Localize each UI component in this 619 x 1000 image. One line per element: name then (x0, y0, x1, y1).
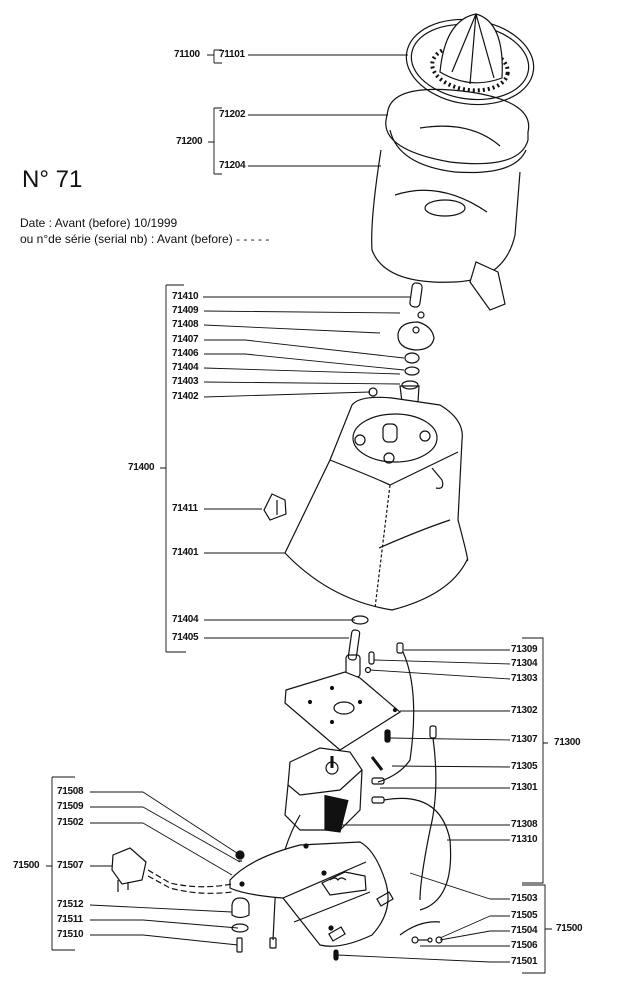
group-label-71500-right: 71500 (556, 923, 583, 934)
part-label-71503: 71503 (511, 893, 538, 904)
part-label-71302: 71302 (511, 705, 538, 716)
part-label-71403: 71403 (172, 376, 199, 387)
part-label-71502: 71502 (57, 817, 84, 828)
part-label-71508: 71508 (57, 786, 84, 797)
shaft-part (346, 616, 368, 677)
part-label-71505: 71505 (511, 910, 538, 921)
group-label-71100: 71100 (174, 49, 200, 60)
part-label-71305: 71305 (511, 761, 538, 772)
group-label-71500-left: 71500 (13, 860, 40, 871)
part-label-71510: 71510 (57, 929, 84, 940)
drive-small-parts (369, 282, 434, 404)
reamer-cone-part (401, 12, 539, 113)
housing-part (285, 397, 468, 610)
group-label-71200: 71200 (176, 136, 203, 147)
part-label-71511: 71511 (57, 914, 83, 925)
motor-plate-part (285, 672, 400, 750)
base-part (230, 842, 393, 946)
part-label-71411: 71411 (172, 503, 198, 514)
part-label-71501: 71501 (511, 956, 538, 967)
part-label-71101: 71101 (219, 49, 245, 60)
part-label-71406: 71406 (172, 348, 199, 359)
page-title: N° 71 (22, 166, 83, 193)
part-label-71512: 71512 (57, 899, 84, 910)
part-label-71504: 71504 (511, 925, 538, 936)
juice-bowl-part (372, 89, 529, 310)
serial-info: ou n°de série (serial nb) : Avant (befor… (20, 232, 270, 246)
part-label-71410: 71410 (172, 291, 199, 302)
part-label-71310: 71310 (511, 834, 538, 845)
part-label-71308: 71308 (511, 819, 538, 830)
part-label-71509: 71509 (57, 801, 84, 812)
part-label-71309: 71309 (511, 644, 538, 655)
part-label-71301: 71301 (511, 782, 538, 793)
switch-part (264, 494, 286, 520)
part-label-71407: 71407 (172, 334, 199, 345)
feet-parts (232, 851, 249, 952)
part-label-71304: 71304 (511, 658, 538, 669)
bolt-set-part (334, 922, 442, 960)
date-info: Date : Avant (before) 10/1999 (20, 216, 178, 230)
part-label-71408: 71408 (172, 319, 199, 330)
part-label-71402: 71402 (172, 391, 199, 402)
part-label-71405: 71405 (172, 632, 199, 643)
part-label-71404: 71404 (172, 362, 199, 373)
group-label-71300: 71300 (554, 737, 581, 748)
group-label-71400: 71400 (128, 462, 155, 473)
part-label-71507: 71507 (57, 860, 84, 871)
part-label-71202: 71202 (219, 109, 246, 120)
motor-part (285, 748, 451, 910)
part-label-71307: 71307 (511, 734, 538, 745)
power-cord-part (112, 848, 232, 893)
part-label-71506: 71506 (511, 940, 538, 951)
part-label-71204: 71204 (219, 160, 246, 171)
part-label-71303: 71303 (511, 673, 538, 684)
part-label-71409: 71409 (172, 305, 199, 316)
part-label-71404-lower: 71404 (172, 614, 199, 625)
screws-terminals (366, 643, 437, 900)
part-label-71401: 71401 (172, 547, 199, 558)
callout-lines (46, 50, 552, 973)
